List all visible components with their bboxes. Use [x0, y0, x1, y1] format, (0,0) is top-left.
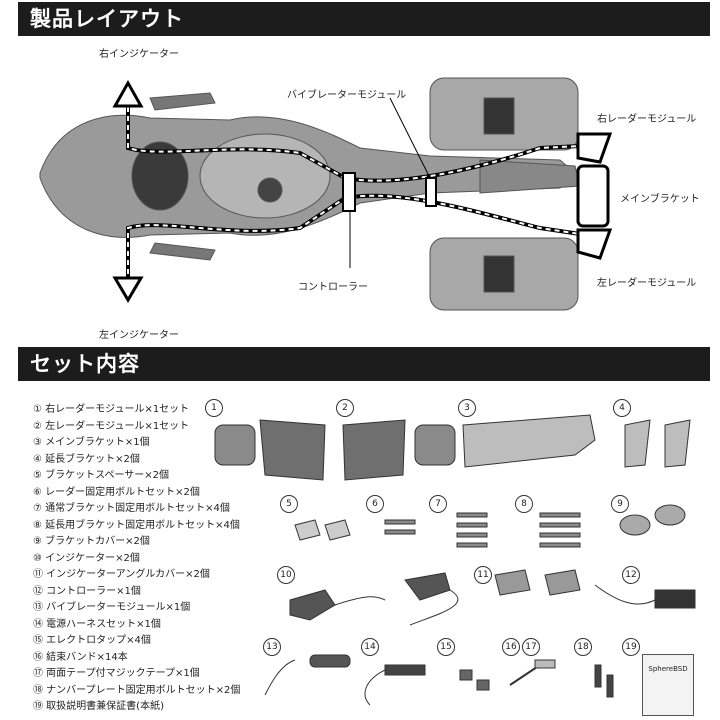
callout-right-indicator: 右インジケーター [99, 49, 179, 60]
list-item: ② 左レーダーモジュール×1セット [33, 420, 190, 432]
part-number-badge: 2 [336, 399, 354, 417]
motorcycle-layout-illustration [39, 77, 613, 311]
list-item: ⑭ 電源ハーネスセット×1個 [33, 618, 161, 630]
callout-main-bracket: メインブラケット [620, 194, 700, 205]
callout-right-radar: 右レーダーモジュール [597, 114, 697, 125]
callout-vibrator-module: バイブレーターモジュール [287, 90, 407, 101]
list-item: ③ メインブラケット×1個 [33, 437, 150, 448]
section-header-layout: 製品レイアウト [18, 2, 710, 36]
part-number-badge: 13 [263, 638, 281, 656]
part-number-badge: 15 [437, 638, 455, 656]
instruction-manual-image: SphereBSD [642, 654, 694, 716]
callout-left-radar: 左レーダーモジュール [597, 278, 697, 289]
kit-parts-illustration [214, 414, 696, 706]
part-number-badge: 3 [458, 399, 476, 417]
part-number-badge: 11 [474, 566, 492, 584]
part-number-badge: 8 [515, 495, 533, 513]
section-header-kit: セット内容 [18, 347, 710, 381]
list-item: ⑪ インジケーターアングルカバー×2個 [33, 569, 210, 580]
part-number-badge: 7 [429, 495, 447, 513]
list-item: ⑤ ブラケットスペーサー×2個 [33, 470, 169, 481]
list-item: ⑯ 結束バンド×14本 [33, 651, 128, 663]
list-item: ⑥ レーダー固定用ボルトセット×2個 [33, 486, 200, 498]
part-number-badge: 4 [613, 399, 631, 417]
list-item: ⑩ インジケーター×2個 [33, 552, 140, 564]
callout-controller: コントローラー [298, 282, 368, 293]
part-number-badge: 1 [205, 399, 223, 417]
callout-left-indicator: 左インジケーター [99, 330, 179, 341]
part-number-badge: 16 [502, 638, 520, 656]
list-item: ⑮ エレクトロタップ×4個 [33, 635, 151, 646]
part-number-badge: 5 [280, 495, 298, 513]
part-number-badge: 14 [361, 638, 379, 656]
manual-label: SphereBSD [648, 665, 688, 673]
part-number-badge: 19 [622, 638, 640, 656]
part-number-badge: 6 [366, 495, 384, 513]
list-item: ⑨ ブラケットカバー×2個 [33, 536, 150, 547]
list-item: ① 右レーダーモジュール×1セット [33, 404, 190, 415]
kit-contents-list: ① 右レーダーモジュール×1セット ② 左レーダーモジュール×1セット ③ メイ… [33, 402, 240, 716]
part-number-badge: 9 [611, 495, 629, 513]
list-item: ⑫ コントローラー×1個 [33, 585, 141, 597]
list-item: ⑱ ナンバープレート固定用ボルトセット×2個 [33, 684, 241, 696]
part-number-badge: 12 [622, 566, 640, 584]
part-number-badge: 10 [277, 566, 295, 584]
part-number-badge: 18 [574, 638, 592, 656]
list-item: ⑦ 通常ブラケット固定用ボルトセット×4個 [33, 503, 230, 514]
list-item: ⑲ 取扱説明書兼保証書(本紙) [33, 701, 164, 712]
part-number-badge: 17 [522, 638, 540, 656]
list-item: ⑧ 延長用ブラケット固定用ボルトセット×4個 [33, 519, 240, 531]
list-item: ⑬ バイブレーターモジュール×1個 [33, 602, 191, 613]
list-item: ⑰ 両面テープ付マジックテープ×1個 [33, 668, 200, 679]
list-item: ④ 延長ブラケット×2個 [33, 453, 140, 465]
